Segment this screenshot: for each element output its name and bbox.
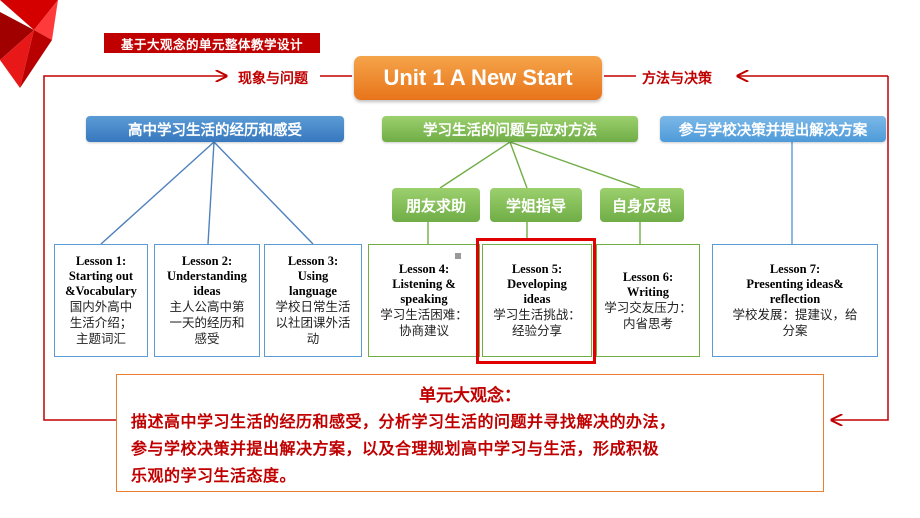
big-idea-title: 单元大观念： <box>419 386 521 406</box>
lesson-title: Lesson 7: Presenting ideas& reflection <box>746 262 844 306</box>
lesson-desc: 学习交友压力： 内省思考 <box>604 299 692 331</box>
theme2-branches <box>427 141 641 244</box>
lesson-title: Lesson 2: Understanding ideas <box>167 254 247 298</box>
lesson-title: Lesson 1: Starting out &Vocabulary <box>65 254 137 298</box>
lesson-desc: 学习生活挑战： 经验分享 <box>493 307 581 338</box>
lesson-desc: 学习生活困难： 协商建议 <box>380 307 468 338</box>
lesson-desc: 学校日常生活 以社团课外活 动 <box>275 299 351 346</box>
subtopic-friend-help: 朋友求助 <box>392 188 480 222</box>
lesson-desc: 主人公高中第 一天的经历和 感受 <box>169 299 245 346</box>
lesson-card-1: Lesson 1: Starting out &Vocabulary 国内外高中… <box>54 244 148 357</box>
subtopic-self-reflection: 自身反思 <box>600 188 684 222</box>
lesson-title: Lesson 3: Using language <box>287 254 339 298</box>
big-idea-text: 描述高中学习生活的经历和感受，分析学习生活的问题并寻找解决的办法， 参与学校决策… <box>131 412 676 485</box>
lesson-card-5: Lesson 5: Developing ideas 学习生活挑战： 经验分享 <box>482 244 592 357</box>
corner-decoration <box>0 0 58 88</box>
lesson-card-4: Lesson 4: Listening & speaking 学习生活困难： 协… <box>368 244 480 357</box>
lesson-card-3: Lesson 3: Using language 学校日常生活 以社团课外活 动 <box>264 244 362 357</box>
subtopic-senior-guidance: 学姐指导 <box>490 188 582 222</box>
lesson-card-7: Lesson 7: Presenting ideas& reflection 学… <box>712 244 878 357</box>
right-loop-arrow <box>832 76 889 420</box>
right-label: 方法与决策 <box>642 71 712 87</box>
lesson-card-6: Lesson 6: Writing 学习交友压力： 内省思考 <box>596 244 700 357</box>
lesson-title: Lesson 6: Writing <box>622 269 674 299</box>
marker-dot <box>455 253 461 259</box>
unit-title: Unit 1 A New Start <box>354 56 602 100</box>
theme-problems: 学习生活的问题与应对方法 <box>382 116 638 142</box>
lesson-desc: 国内外高中 生活介绍； 主题词汇 <box>69 299 133 346</box>
lesson-desc: 学校发展：提建议，给 分案 <box>732 307 858 338</box>
left-label: 现象与问题 <box>238 71 308 87</box>
theme-decisions: 参与学校决策并提出解决方案 <box>660 116 886 142</box>
theme-experience: 高中学习生活的经历和感受 <box>86 116 344 142</box>
unit-big-idea-box: 单元大观念： 描述高中学习生活的经历和感受，分析学习生活的问题并寻找解决的办法，… <box>116 374 824 492</box>
theme1-branches <box>100 141 314 245</box>
lesson-title: Lesson 4: Listening & speaking <box>392 262 456 306</box>
lesson-card-2: Lesson 2: Understanding ideas 主人公高中第 一天的… <box>154 244 260 357</box>
lesson5-highlight-frame <box>476 238 596 364</box>
lesson-title: Lesson 5: Developing ideas <box>507 262 567 306</box>
header-tag: 基于大观念的单元整体教学设计 <box>104 33 320 53</box>
left-loop-arrow <box>43 76 226 421</box>
